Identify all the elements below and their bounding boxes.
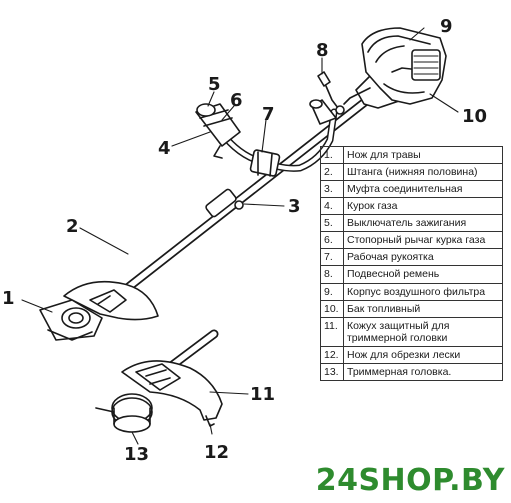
legend-row: 13.Триммерная головка. [320, 362, 503, 381]
callout-4: 4 [158, 138, 171, 159]
legend-number: 1. [320, 145, 344, 165]
legend-row: 12.Нож для обрезки лески [320, 345, 503, 364]
throttle-grip [195, 103, 241, 159]
callout-13: 13 [124, 444, 149, 465]
shaft [107, 93, 375, 305]
legend-label: Нож для обрезки лески [343, 345, 503, 364]
trimmer-head-lower [95, 360, 223, 433]
callout-labels: 1 2 3 4 5 6 7 8 9 10 11 12 13 [2, 16, 487, 465]
legend-number: 9. [320, 282, 344, 301]
callout-8: 8 [316, 40, 329, 61]
callout-6: 6 [230, 90, 243, 111]
legend-row: 8.Подвесной ремень [320, 265, 503, 284]
legend-row: 11.Кожух защитный для триммерной головки [320, 316, 503, 347]
legend-row: 10.Бак топливный [320, 299, 503, 318]
leader-lines [21, 27, 459, 445]
legend-number: 6. [320, 231, 344, 250]
legend-number: 13. [320, 362, 344, 381]
blade-head-upper [39, 280, 159, 341]
legend-row: 5.Выключатель зажигания [320, 214, 503, 233]
legend-number: 2. [320, 163, 344, 182]
legend-number: 12. [320, 345, 344, 364]
legend-number: 5. [320, 214, 344, 233]
callout-11: 11 [250, 384, 275, 405]
callout-2: 2 [66, 216, 79, 237]
legend-number: 11. [320, 316, 344, 347]
legend-label: Триммерная головка. [343, 362, 503, 381]
legend-number: 8. [320, 265, 344, 284]
legend-label: Выключатель зажигания [343, 214, 503, 233]
legend-label: Курок газа [343, 197, 503, 216]
right-grip [309, 99, 337, 125]
callout-12: 12 [204, 442, 229, 463]
legend-row: 1.Нож для травы [320, 145, 503, 165]
legend-number: 3. [320, 180, 344, 199]
callout-3: 3 [288, 196, 301, 217]
legend-row: 7.Рабочая рукоятка [320, 248, 503, 267]
coupling [205, 188, 244, 218]
engine-assembly [343, 27, 447, 109]
legend-row: 9.Корпус воздушного фильтра [320, 282, 503, 301]
legend-number: 7. [320, 248, 344, 267]
callout-10: 10 [462, 106, 487, 127]
legend-number: 10. [320, 299, 344, 318]
legend-label: Кожух защитный для триммерной головки [343, 316, 503, 347]
brand-watermark: 24SHOP.BY [315, 463, 505, 498]
legend-label: Подвесной ремень [343, 265, 503, 284]
callout-5: 5 [208, 74, 221, 95]
legend-label: Корпус воздушного фильтра [343, 282, 503, 301]
legend-label: Штанга (нижняя половина) [343, 163, 503, 182]
legend-label: Нож для травы [343, 145, 503, 165]
legend-label: Муфта соединительная [343, 180, 503, 199]
callout-1: 1 [2, 288, 15, 309]
legend-label: Стопорный рычаг курка газа [343, 231, 503, 250]
callout-7: 7 [262, 104, 275, 125]
legend-row: 4.Курок газа [320, 197, 503, 216]
callout-9: 9 [440, 16, 453, 37]
legend-row: 2.Штанга (нижняя половина) [320, 163, 503, 182]
legend-number: 4. [320, 197, 344, 216]
harness-strap [317, 71, 345, 115]
legend-label: Рабочая рукоятка [343, 248, 503, 267]
legend-label: Бак топливный [343, 299, 503, 318]
legend-row: 3.Муфта соединительная [320, 180, 503, 199]
legend-row: 6.Стопорный рычаг курка газа [320, 231, 503, 250]
